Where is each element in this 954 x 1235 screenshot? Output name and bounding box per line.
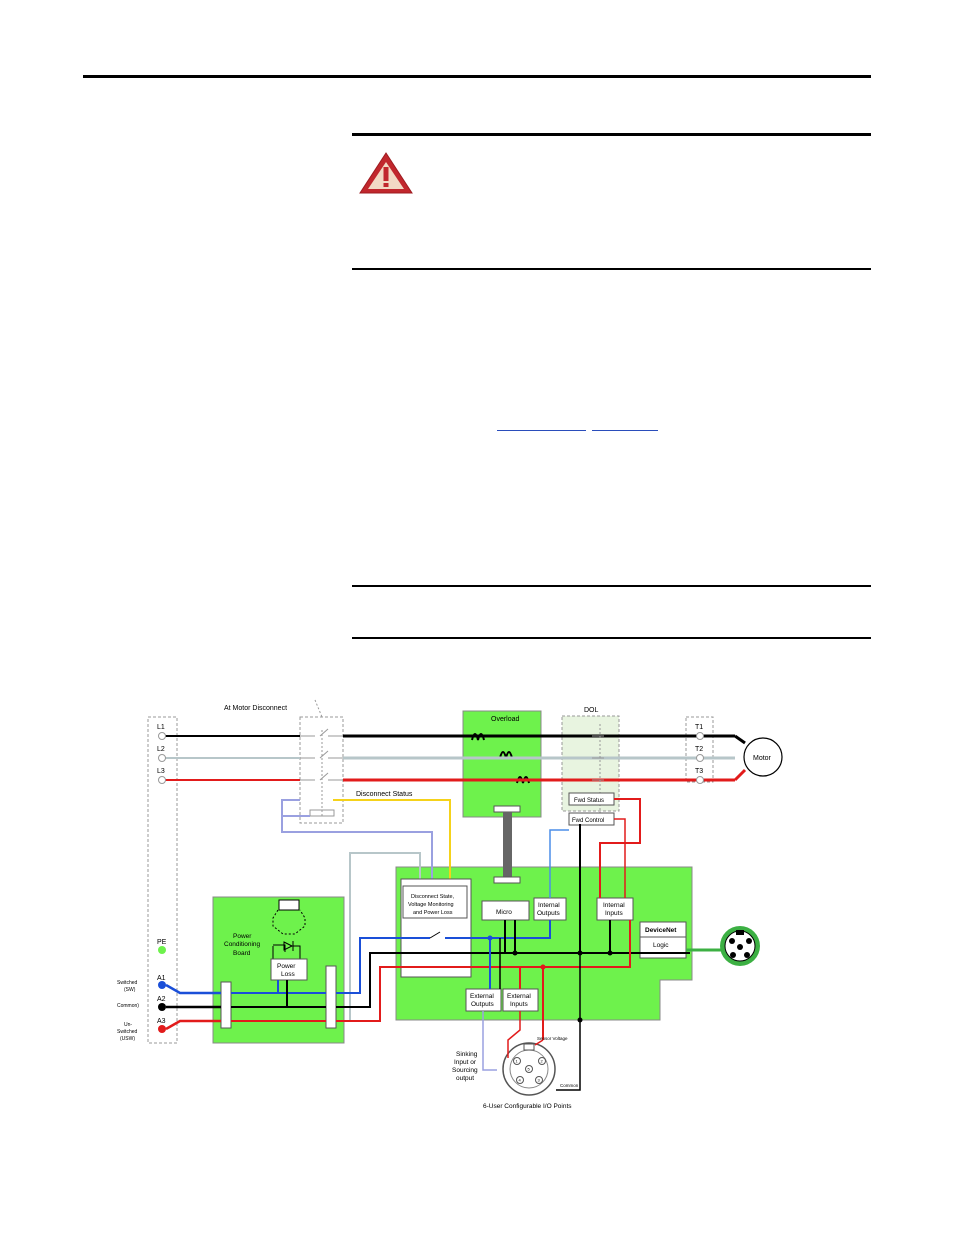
external-inputs-label-1: External [507, 993, 531, 1000]
external-outputs-label-1: External [470, 993, 494, 1000]
pin-3-label: 3 [538, 1078, 541, 1083]
motor-disconnect-panel [299, 716, 344, 824]
link-underline-2[interactable] [592, 430, 658, 431]
power-conditioning-label-1: Power [233, 933, 252, 940]
sinking-label-1: Sinking [456, 1051, 478, 1058]
internal-inputs-box [596, 897, 634, 921]
sensor-voltage-label: Sensor Voltage [537, 1036, 568, 1041]
note-top-rule [352, 585, 871, 587]
fwd-control-label: Fwd Control [572, 818, 604, 824]
motor-symbol [743, 737, 783, 777]
sinking-label-3: Sourcing [452, 1067, 478, 1074]
power-loss-label-2: Loss [281, 971, 295, 978]
overload-panel [462, 710, 542, 818]
pin-4-label: 4 [519, 1078, 522, 1083]
warning-bottom-rule [352, 268, 871, 270]
disconnect-state-label-1: Disconnect State, [411, 894, 455, 900]
dol-label: DOL [584, 707, 599, 714]
switched-label-1: Switched [117, 980, 138, 986]
internal-outputs-label-2: Outputs [537, 910, 561, 917]
warning-top-rule [352, 133, 871, 136]
power-loss-label-1: Power [277, 963, 296, 970]
switched-label-2: (SW) [124, 987, 136, 993]
external-inputs-label-2: Inputs [510, 1001, 528, 1008]
warning-triangle-icon [359, 152, 413, 194]
unswitched-label-2: Switched [117, 1029, 138, 1035]
l3-label: L3 [157, 768, 165, 775]
internal-inputs-label-2: Inputs [605, 910, 623, 917]
fwd-status-label: Fwd Status [574, 798, 604, 804]
io-points-label: 6-User Configurable I/O Points [483, 1103, 572, 1110]
external-outputs-label-2: Outputs [471, 1001, 495, 1008]
header-rule [83, 75, 871, 78]
pin-1-label: 1 [516, 1059, 519, 1064]
sinking-label-2: Input or [454, 1059, 477, 1066]
power-conditioning-label-2: Conditioning [224, 941, 261, 948]
micro-label: Micro [496, 909, 512, 916]
logic-label: Logic [653, 942, 669, 949]
disconnect-state-label-2: Voltage Monitoring [408, 902, 454, 908]
common-label: Common) [117, 1003, 139, 1009]
a2-terminal [158, 1003, 166, 1011]
t3-label: T3 [695, 768, 703, 775]
line-terminal-panel [147, 716, 178, 1044]
l1-label: L1 [157, 724, 165, 731]
a3-terminal [158, 1025, 166, 1033]
unswitched-label-1: Un- [124, 1022, 132, 1028]
pin-5-label: 5 [528, 1067, 531, 1072]
t1-label: T1 [695, 724, 703, 731]
pe-terminal [158, 946, 166, 954]
note-bottom-rule [352, 637, 871, 639]
t2-label: T2 [695, 746, 703, 753]
devicenet-label: DeviceNet [645, 927, 677, 934]
a3-label: A3 [157, 1018, 166, 1025]
overload-label: Overload [491, 716, 520, 723]
pe-label: PE [157, 939, 167, 946]
sinking-label-4: output [456, 1075, 474, 1082]
a1-terminal [158, 981, 166, 989]
link-underline-1[interactable] [497, 430, 586, 431]
motor-label: Motor [753, 755, 772, 762]
l2-label: L2 [157, 746, 165, 753]
unswitched-label-3: (USW) [120, 1036, 135, 1042]
a1-label: A1 [157, 975, 166, 982]
power-loss-box [270, 958, 308, 981]
power-conditioning-label-3: Board [233, 950, 251, 957]
internal-inputs-label-1: Internal [603, 902, 625, 909]
pin-2-label: 2 [541, 1059, 544, 1064]
disconnect-status-label: Disconnect Status [356, 791, 413, 798]
disconnect-state-label-3: and Power Loss [413, 910, 453, 916]
common-connector-label: Common [560, 1083, 579, 1088]
internal-outputs-label-1: Internal [538, 902, 560, 909]
a2-label: A2 [157, 996, 166, 1003]
at-motor-disconnect-label: At Motor Disconnect [224, 705, 287, 712]
